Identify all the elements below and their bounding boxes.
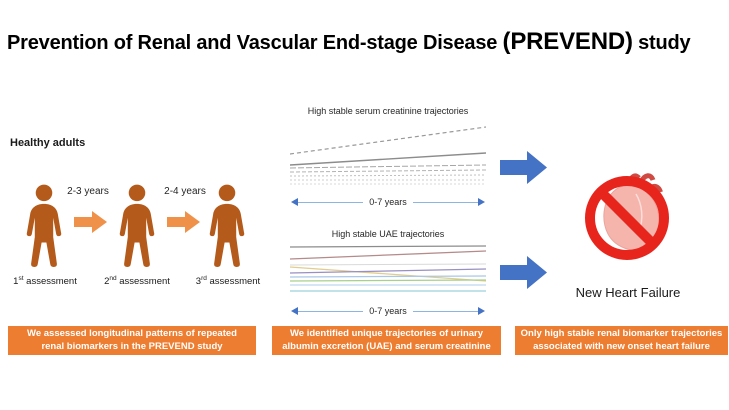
axis-label: 0-7 years [369, 306, 407, 316]
timespan-arrow: 0-7 years [291, 196, 485, 208]
trajectory-line [290, 266, 486, 282]
trajectory-line [290, 169, 486, 173]
person-icon [26, 184, 62, 267]
assessment-label-3: 3rd assessment [183, 275, 273, 287]
uae-chart-title: High stable UAE trajectories [331, 229, 445, 239]
arrowhead-left-icon [291, 307, 298, 315]
assessment-ordinal: rd [201, 275, 207, 282]
interval-label: 2-3 years [67, 186, 109, 197]
arrowhead-right-icon [478, 198, 485, 206]
outcome-label: New Heart Failure [575, 285, 681, 300]
timespan-arrow: 0-7 years [291, 305, 485, 317]
page-title: Prevention of Renal and Vascular End-sta… [7, 28, 707, 56]
trajectory-line [290, 268, 486, 274]
assessment-label-2: 2nd assessment [92, 275, 182, 287]
assessment-text: assessment [116, 276, 170, 288]
arrowhead-right-icon [478, 307, 485, 315]
callout-line: associated with new onset heart failure [533, 340, 710, 352]
axis-line [298, 201, 364, 203]
flow-arrow-icon [500, 256, 547, 289]
title-acronym: (PREVEND) [502, 28, 633, 55]
title-tail: study [632, 32, 691, 54]
trajectory-line [290, 126, 486, 155]
assessment-number: 1 [13, 276, 19, 288]
callout-line: We assessed longitudinal patterns of rep… [27, 328, 237, 340]
axis-line [412, 310, 478, 312]
assessment-label-1: 1st assessment [0, 275, 90, 287]
assessment-number: 2 [104, 276, 110, 288]
axis-line [298, 310, 364, 312]
callout-line: renal biomarkers in the PREVEND study [41, 340, 223, 352]
person-icon [119, 184, 155, 267]
title-main: Prevention of Renal and Vascular End-sta… [7, 32, 503, 54]
assessment-number: 3 [195, 276, 202, 288]
trajectory-line [290, 174, 486, 177]
creatinine-chart-title: High stable serum creatinine trajectorie… [307, 106, 469, 116]
trajectory-line [290, 263, 486, 266]
axis-line [412, 201, 478, 203]
callout-conclusion: Only high stable renal biomarker traject… [515, 326, 728, 355]
callout-line: Only high stable renal biomarker traject… [520, 328, 723, 340]
axis-label: 0-7 years [369, 197, 407, 207]
assessment-ordinal: st [18, 275, 24, 282]
trajectory-line [290, 279, 486, 282]
callout-line: We identified unique trajectories of uri… [289, 328, 484, 340]
healthy-adults-label: Healthy adults [10, 137, 86, 149]
creatinine-trajectories-chart [290, 126, 486, 185]
right-arrow-icon [167, 211, 200, 233]
trajectory-line [290, 245, 486, 248]
callout-findings: We identified unique trajectories of uri… [272, 326, 501, 355]
callout-methods: We assessed longitudinal patterns of rep… [8, 326, 256, 355]
right-arrow-icon [74, 211, 107, 233]
assessment-text: assessment [206, 276, 261, 288]
assessment-text: assessment [23, 276, 77, 288]
uae-trajectories-chart [290, 245, 486, 292]
trajectory-line [290, 250, 486, 260]
assessment-ordinal: nd [109, 275, 117, 282]
person-icon [209, 184, 245, 267]
callout-line: albumin excretion (UAE) and serum creati… [282, 340, 491, 352]
interval-label: 2-4 years [164, 186, 206, 197]
flow-arrow-icon [500, 151, 547, 184]
arrowhead-left-icon [291, 198, 298, 206]
trajectory-line [290, 164, 486, 169]
no-heart-failure-icon [585, 173, 669, 260]
trajectory-line [290, 152, 486, 166]
trajectory-line [290, 275, 486, 278]
